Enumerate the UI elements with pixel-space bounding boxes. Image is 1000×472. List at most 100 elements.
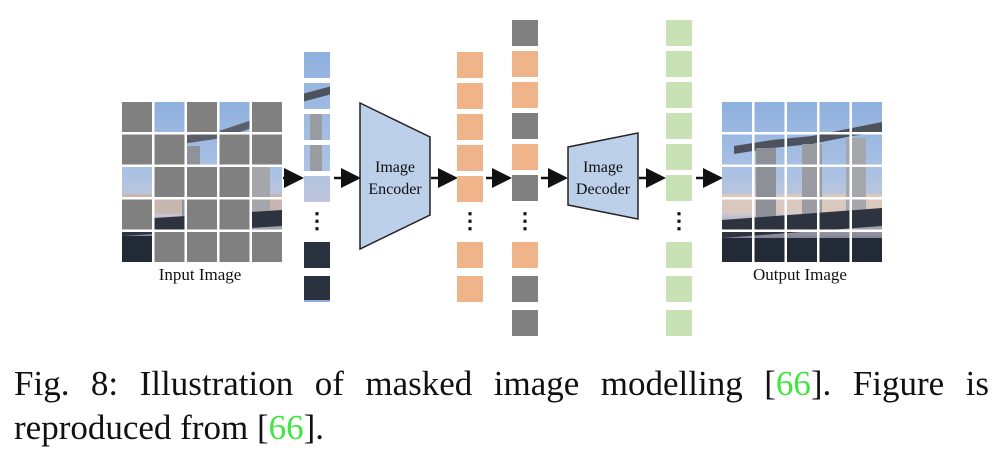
encoded-token	[457, 52, 483, 78]
masked-patch	[154, 232, 185, 262]
reconstructed-patch	[787, 102, 817, 132]
reconstructed-patch	[754, 134, 785, 165]
masked-patch	[219, 232, 250, 262]
combined-ellipsis: ⋮	[514, 208, 536, 233]
masked-patch	[219, 199, 250, 230]
input-image-grid	[122, 102, 282, 262]
encoded-token	[512, 242, 538, 268]
masked-patch	[187, 102, 217, 132]
reconstructed-patch	[852, 102, 882, 132]
image-token-column	[304, 52, 330, 302]
masked-patch	[219, 134, 250, 165]
caption-prefix: Fig. 8: Illustration of masked image mod…	[14, 364, 776, 403]
mask-token	[512, 20, 538, 46]
decoded-token	[666, 20, 692, 46]
reconstructed-patch	[852, 134, 882, 165]
reconstructed-patch	[754, 232, 785, 262]
reconstructed-patch	[787, 134, 817, 165]
masked-patch	[187, 167, 217, 197]
caption-suffix: ].	[303, 408, 325, 447]
reconstructed-patch	[722, 199, 752, 230]
encoded-token	[457, 114, 483, 140]
reconstructed-patch	[722, 102, 752, 132]
encoder-label-line2: Encoder	[368, 181, 422, 198]
masked-patch	[154, 167, 185, 197]
reconstructed-patch	[852, 232, 882, 262]
decoded-token	[666, 276, 692, 302]
output-image-grid	[722, 102, 882, 262]
decoder-label-line1: Image	[583, 159, 623, 176]
mask-token	[512, 113, 538, 139]
decoded-token-column	[666, 20, 692, 336]
citation-link-66[interactable]: 66	[775, 364, 811, 403]
decoded-token	[666, 144, 692, 170]
image-token	[304, 176, 330, 202]
masked-patch	[252, 232, 282, 262]
decoded-token	[666, 113, 692, 139]
citation-link-66-second[interactable]: 66	[268, 408, 304, 447]
reconstructed-patch	[819, 102, 850, 132]
reconstructed-patch	[819, 199, 850, 230]
masked-patch	[122, 134, 152, 165]
reconstructed-patch	[754, 167, 785, 197]
encoded-token	[457, 83, 483, 109]
masked-patch	[187, 199, 217, 230]
visible-patch	[252, 199, 282, 230]
encoded-token	[457, 176, 483, 202]
image-token	[304, 114, 330, 140]
visible-patch	[122, 167, 152, 197]
decoded-token	[666, 82, 692, 108]
image-decoder-block: Image Decoder	[567, 132, 639, 220]
visible-patch	[122, 232, 152, 262]
output-image-label: Output Image	[753, 265, 847, 284]
masked-patch	[252, 102, 282, 132]
image-token	[304, 83, 330, 109]
decoded-token	[666, 242, 692, 268]
visible-patch	[154, 199, 185, 230]
reconstructed-patch	[852, 167, 882, 197]
masked-patch	[219, 167, 250, 197]
mask-token	[512, 310, 538, 336]
visible-patch	[187, 134, 217, 165]
decoded-token	[666, 310, 692, 336]
encoded-token	[457, 145, 483, 171]
reconstructed-patch	[787, 167, 817, 197]
visible-patch	[252, 167, 282, 197]
masked-patch	[252, 134, 282, 165]
reconstructed-patch	[722, 232, 752, 262]
reconstructed-patch	[819, 134, 850, 165]
encoded-token	[512, 51, 538, 77]
image-encoder-block: Image Encoder	[359, 101, 431, 251]
encoded-ellipsis: ⋮	[459, 208, 481, 233]
image-token	[304, 242, 330, 268]
masked-image-modelling-diagram: Input Image ⋮ Image Encoder ⋮ ⋮ Image De…	[122, 20, 882, 336]
token-ellipsis: ⋮	[306, 208, 328, 233]
combined-token-column	[512, 20, 538, 336]
encoded-token	[457, 242, 483, 268]
encoded-token	[512, 144, 538, 170]
mask-token	[512, 175, 538, 201]
visible-patch	[154, 102, 185, 132]
reconstructed-patch	[722, 167, 752, 197]
reconstructed-patch	[787, 199, 817, 230]
image-token	[304, 145, 330, 171]
mask-token	[512, 276, 538, 302]
reconstructed-patch	[722, 134, 752, 165]
caption-middle: ]. Figure is reproduced from [	[14, 364, 989, 447]
encoded-token-column	[457, 52, 483, 302]
decoder-label-line2: Decoder	[576, 181, 631, 198]
decoded-token	[666, 175, 692, 201]
reconstructed-patch	[787, 232, 817, 262]
masked-patch	[187, 232, 217, 262]
decoded-token	[666, 51, 692, 77]
image-token	[304, 52, 330, 78]
masked-patch	[154, 134, 185, 165]
encoded-token	[512, 82, 538, 108]
masked-patch	[122, 199, 152, 230]
reconstructed-patch	[819, 232, 850, 262]
reconstructed-patch	[819, 167, 850, 197]
decoded-ellipsis: ⋮	[668, 208, 690, 233]
figure-caption: Fig. 8: Illustration of masked image mod…	[14, 362, 989, 450]
encoder-label-line1: Image	[375, 159, 415, 176]
input-image-label: Input Image	[159, 265, 242, 284]
